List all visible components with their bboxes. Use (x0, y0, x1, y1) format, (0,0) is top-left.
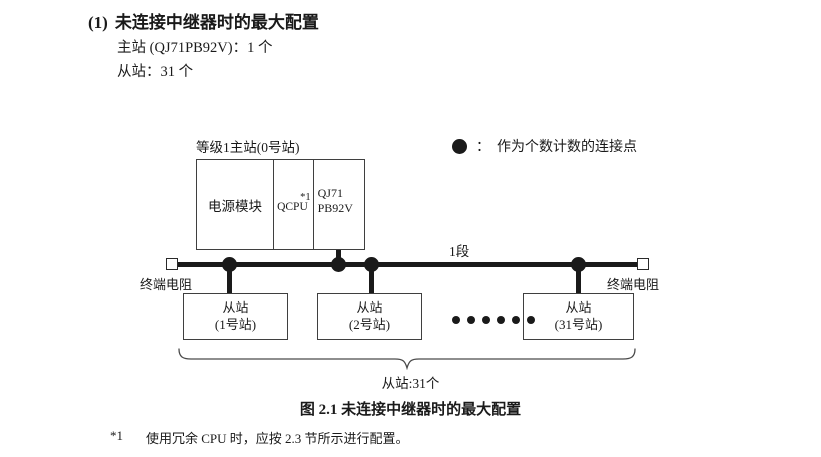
slave-station-title-1: 从站 (222, 300, 249, 316)
legend-colon: ： (476, 140, 490, 155)
master-station-caption: 等级1主站(0号站) (196, 140, 300, 155)
drop-line-slave31 (576, 265, 581, 294)
heading-title: 未连接中继器时的最大配置 (114, 13, 319, 32)
footnote-text: 使用冗余 CPU 时，应按 2.3 节所示进行配置。 (146, 431, 409, 446)
module-qcpu: QCPU *1 (274, 160, 314, 249)
bus-trunk-line (171, 262, 643, 267)
terminator-square-left-icon (166, 258, 178, 270)
terminator-square-right-icon (637, 258, 649, 270)
legend-label: 作为个数计数的连接点 (497, 140, 637, 155)
terminator-label-right: 终端电阻 (607, 277, 660, 292)
slave-group-brace (177, 348, 637, 375)
drop-line-slave1 (227, 265, 232, 294)
figure-caption: 图 2.1 未连接中继器时的最大配置 (299, 402, 522, 418)
footnote-marker: *1 (110, 428, 123, 443)
slave-group-brace-label: 从站:31个 (381, 376, 440, 391)
footnote: *1 使用冗余 CPU 时，应按 2.3 节所示进行配置。 (110, 428, 409, 447)
spec-slave-count: 从站：31 个 (117, 64, 194, 80)
slave-station-title-2: 从站 (356, 300, 383, 316)
legend: ： 作为个数计数的连接点 (452, 136, 637, 156)
module-qj71pb92v-line2: PB92V (317, 201, 353, 215)
slave-station-number-2: (2号站) (348, 316, 391, 332)
section-heading: (1) 未连接中继器时的最大配置 (88, 8, 319, 33)
module-qj71pb92v: QJ71 PB92V (314, 160, 364, 249)
filled-circle-icon (452, 138, 467, 154)
spec-master-count: 主站 (QJ71PB92V)：1 个 (117, 40, 273, 56)
connection-node-dot-slave31 (571, 257, 586, 272)
module-qj71pb92v-line1: QJ71 (317, 186, 343, 200)
module-qcpu-label: QCPU (277, 201, 308, 213)
module-power-supply-label: 电源模块 (208, 198, 263, 214)
connection-node-dot-master (331, 257, 346, 272)
heading-number: (1) (88, 13, 108, 32)
terminator-label-left: 终端电阻 (140, 277, 193, 292)
footnote-marker-icon: *1 (300, 192, 311, 203)
slave-station-title-31: 从站 (565, 300, 592, 316)
drop-line-slave2 (369, 265, 374, 294)
connection-node-dot-slave1 (222, 257, 237, 272)
slave-station-number-1: (1号站) (214, 316, 257, 332)
ellipsis-dots-icon (452, 316, 535, 324)
slave-station-box-31: 从站 (31号站) (523, 293, 634, 340)
slave-station-number-31: (31号站) (554, 316, 603, 332)
module-power-supply: 电源模块 (197, 160, 275, 249)
master-station-box: 电源模块 QCPU *1 QJ71 PB92V (196, 159, 365, 250)
segment-label: 1段 (449, 244, 470, 259)
slave-station-box-1: 从站 (1号站) (183, 293, 288, 340)
slave-station-box-2: 从站 (2号站) (317, 293, 422, 340)
connection-node-dot-slave2 (364, 257, 379, 272)
